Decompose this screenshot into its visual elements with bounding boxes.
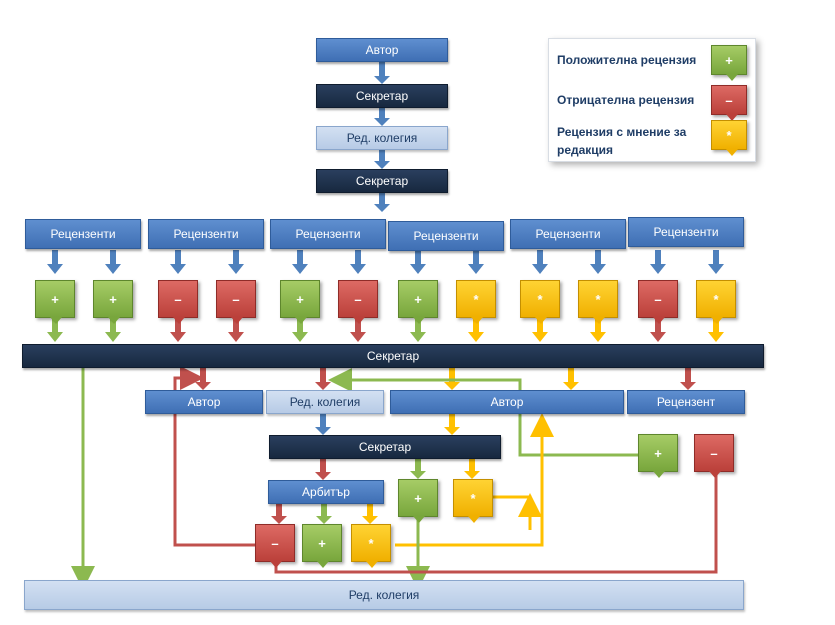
secretary-top-2[interactable]: Секретар bbox=[316, 169, 448, 193]
arrow-reviewer-to-badge bbox=[590, 250, 606, 274]
arrow-badge-to-secretary bbox=[350, 318, 366, 342]
connector-opinion-up-1 bbox=[395, 413, 554, 547]
arrow-flow bbox=[195, 368, 211, 390]
arrow-reviewer-to-badge bbox=[468, 250, 484, 274]
review-badge-2-2-negative[interactable]: – bbox=[216, 280, 256, 324]
legend-opinion-badge: * bbox=[711, 120, 747, 156]
arrow-badge-to-secretary bbox=[410, 318, 426, 342]
arbiter-opinion-badge[interactable]: * bbox=[351, 524, 391, 568]
review-badge-6-2-opinion[interactable]: * bbox=[696, 280, 736, 324]
review-badge-5-2-opinion[interactable]: * bbox=[578, 280, 618, 324]
arrow-top-flow bbox=[374, 150, 390, 169]
review-badge-1-2-positive[interactable]: + bbox=[93, 280, 133, 324]
arrow-badge-to-secretary bbox=[292, 318, 308, 342]
secretary-top-1[interactable]: Секретар bbox=[316, 84, 448, 108]
arbiter-positive-badge[interactable]: + bbox=[302, 524, 342, 568]
legend-positive-badge: + bbox=[711, 45, 747, 81]
arrow-badge-to-secretary bbox=[468, 318, 484, 342]
secretary-lower[interactable]: Секретар bbox=[269, 435, 501, 459]
arrow-flow bbox=[362, 504, 378, 524]
review-badge-5-1-opinion[interactable]: * bbox=[520, 280, 560, 324]
review-badge-3-2-negative[interactable]: – bbox=[338, 280, 378, 324]
secretary-bar[interactable]: Секретар bbox=[22, 344, 764, 368]
review-badge-6-1-negative[interactable]: – bbox=[638, 280, 678, 324]
reviewers-box-4[interactable]: Рецензенти bbox=[388, 221, 504, 251]
reviewers-box-5[interactable]: Рецензенти bbox=[510, 219, 626, 249]
reviewer-right[interactable]: Рецензент bbox=[627, 390, 745, 414]
review-badge-4-1-positive[interactable]: + bbox=[398, 280, 438, 324]
reviewer-right-positive-badge[interactable]: + bbox=[638, 434, 678, 478]
arrow-top-flow bbox=[374, 193, 390, 212]
author-center[interactable]: Автор bbox=[390, 390, 624, 414]
arrow-top-flow bbox=[374, 62, 390, 84]
connector-opinion-up-2 bbox=[493, 495, 532, 505]
arrow-reviewer-to-badge bbox=[410, 250, 426, 274]
reviewers-box-2[interactable]: Рецензенти bbox=[148, 219, 264, 249]
arrow-badge-to-secretary bbox=[105, 318, 121, 342]
arrow-badge-to-secretary bbox=[228, 318, 244, 342]
arbiter-negative-badge[interactable]: – bbox=[255, 524, 295, 568]
legend-positive-label: Положителна рецензия bbox=[557, 53, 697, 67]
review-badge-2-1-negative[interactable]: – bbox=[158, 280, 198, 324]
review-badge-4-2-opinion[interactable]: * bbox=[456, 280, 496, 324]
editorial-board-middle[interactable]: Ред. колегия bbox=[266, 390, 384, 414]
legend-opinion-label: Рецензия с мнение за редакция bbox=[557, 125, 687, 157]
editorial-board-bottom[interactable]: Ред. колегия bbox=[24, 580, 744, 610]
legend-negative-label: Отрицателна рецензия bbox=[557, 93, 695, 107]
arrow-badge-to-secretary bbox=[47, 318, 63, 342]
arrow-top-flow bbox=[374, 108, 390, 126]
arrow-flow bbox=[316, 504, 332, 524]
arrow-flow bbox=[680, 368, 696, 390]
arrow-reviewer-to-badge bbox=[47, 250, 63, 274]
arrow-flow bbox=[315, 459, 331, 480]
legend-negative-badge: – bbox=[711, 85, 747, 121]
arrow-flow bbox=[444, 414, 460, 435]
arrow-flow bbox=[410, 459, 426, 479]
arbiter-box[interactable]: Арбитър bbox=[268, 480, 384, 504]
review-badge-3-1-positive[interactable]: + bbox=[280, 280, 320, 324]
arrow-badge-to-secretary bbox=[170, 318, 186, 342]
connector-bottom-negative bbox=[274, 470, 718, 574]
reviewer-right-negative-badge[interactable]: – bbox=[694, 434, 734, 478]
arrow-reviewer-to-badge bbox=[532, 250, 548, 274]
arrow-reviewer-to-badge bbox=[650, 250, 666, 274]
connector-positive-loop bbox=[328, 368, 640, 457]
review-badge-1-1-positive[interactable]: + bbox=[35, 280, 75, 324]
arrow-badge-to-secretary bbox=[590, 318, 606, 342]
author-left[interactable]: Автор bbox=[145, 390, 263, 414]
connector-negative-loop bbox=[173, 366, 268, 547]
arrow-flow bbox=[563, 368, 579, 390]
secretary-lower-positive-badge[interactable]: + bbox=[398, 479, 438, 523]
arrow-reviewer-to-badge bbox=[708, 250, 724, 274]
arrow-flow bbox=[315, 368, 331, 390]
secretary-lower-opinion-badge[interactable]: * bbox=[453, 479, 493, 523]
reviewers-box-6[interactable]: Рецензенти bbox=[628, 217, 744, 247]
arrow-reviewer-to-badge bbox=[292, 250, 308, 274]
author-top[interactable]: Автор bbox=[316, 38, 448, 62]
arrow-flow bbox=[271, 504, 287, 524]
arrow-badge-to-secretary bbox=[650, 318, 666, 342]
reviewers-box-3[interactable]: Рецензенти bbox=[270, 219, 386, 249]
reviewers-box-1[interactable]: Рецензенти bbox=[25, 219, 141, 249]
arrow-reviewer-to-badge bbox=[350, 250, 366, 274]
editorial-board-top[interactable]: Ред. колегия bbox=[316, 126, 448, 150]
arrow-flow bbox=[315, 414, 331, 435]
arrow-reviewer-to-badge bbox=[228, 250, 244, 274]
arrow-reviewer-to-badge bbox=[170, 250, 186, 274]
arrow-flow bbox=[464, 459, 480, 479]
arrow-badge-to-secretary bbox=[708, 318, 724, 342]
arrow-reviewer-to-badge bbox=[105, 250, 121, 274]
arrow-badge-to-secretary bbox=[532, 318, 548, 342]
